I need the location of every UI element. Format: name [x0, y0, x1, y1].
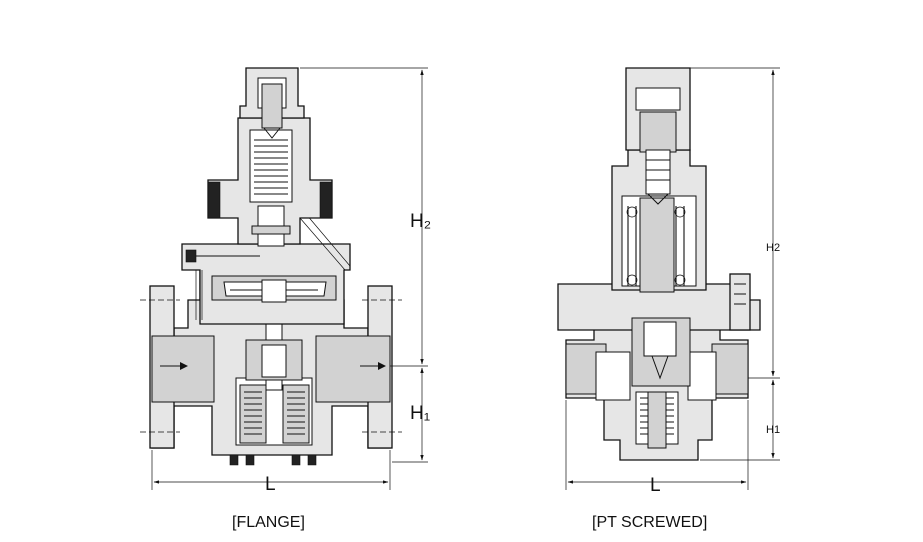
screwed-side-plug: [729, 273, 751, 331]
flange-dim-h1-label: H₁: [410, 403, 430, 424]
flange-valve: [140, 67, 428, 490]
flange-lower-springs: [244, 391, 305, 435]
flange-dim-l-label: L: [265, 474, 276, 495]
screwed-valve: [557, 67, 780, 490]
flange-dim-h2-label: H₂: [410, 211, 431, 232]
screwed-dim-l-label: L: [650, 475, 661, 496]
flange-pilot-spring: [254, 139, 288, 195]
screwed-dim-h2-label: H2: [766, 242, 780, 254]
screwed-dim-h1-label: H1: [766, 424, 780, 436]
screwed-caption: [PT SCREWED]: [592, 514, 707, 531]
flange-caption: [FLANGE]: [232, 514, 305, 531]
screwed-pilot-spring: [626, 206, 686, 286]
